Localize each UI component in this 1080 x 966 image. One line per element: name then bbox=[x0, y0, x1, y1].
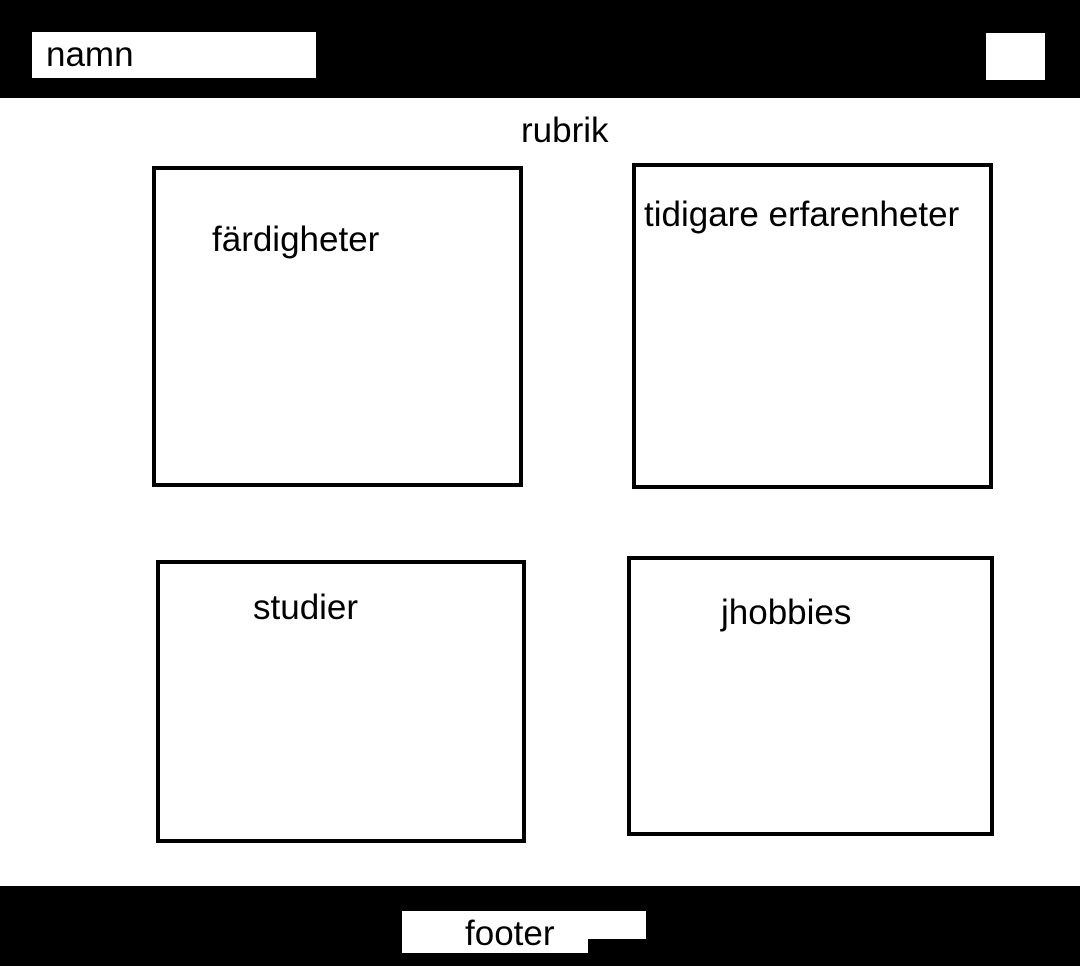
footer-label: footer bbox=[465, 914, 555, 953]
name-label: namn bbox=[46, 35, 134, 74]
header-square-placeholder bbox=[986, 33, 1045, 80]
experience-box: tidigare erfarenheter bbox=[632, 163, 993, 489]
footer-notch bbox=[588, 939, 646, 953]
skills-label: färdigheter bbox=[212, 220, 380, 260]
skills-box: färdigheter bbox=[152, 166, 523, 487]
footer-bar: footer bbox=[0, 886, 1080, 966]
page-title: rubrik bbox=[521, 111, 609, 150]
studies-box: studier bbox=[156, 560, 526, 843]
footer-box: footer bbox=[402, 911, 646, 953]
header-bar: namn bbox=[0, 0, 1080, 98]
studies-label: studier bbox=[253, 588, 359, 628]
experience-label: tidigare erfarenheter bbox=[644, 195, 962, 235]
name-box: namn bbox=[32, 32, 316, 78]
hobbies-label: jhobbies bbox=[721, 593, 852, 633]
hobbies-box: jhobbies bbox=[627, 556, 994, 836]
